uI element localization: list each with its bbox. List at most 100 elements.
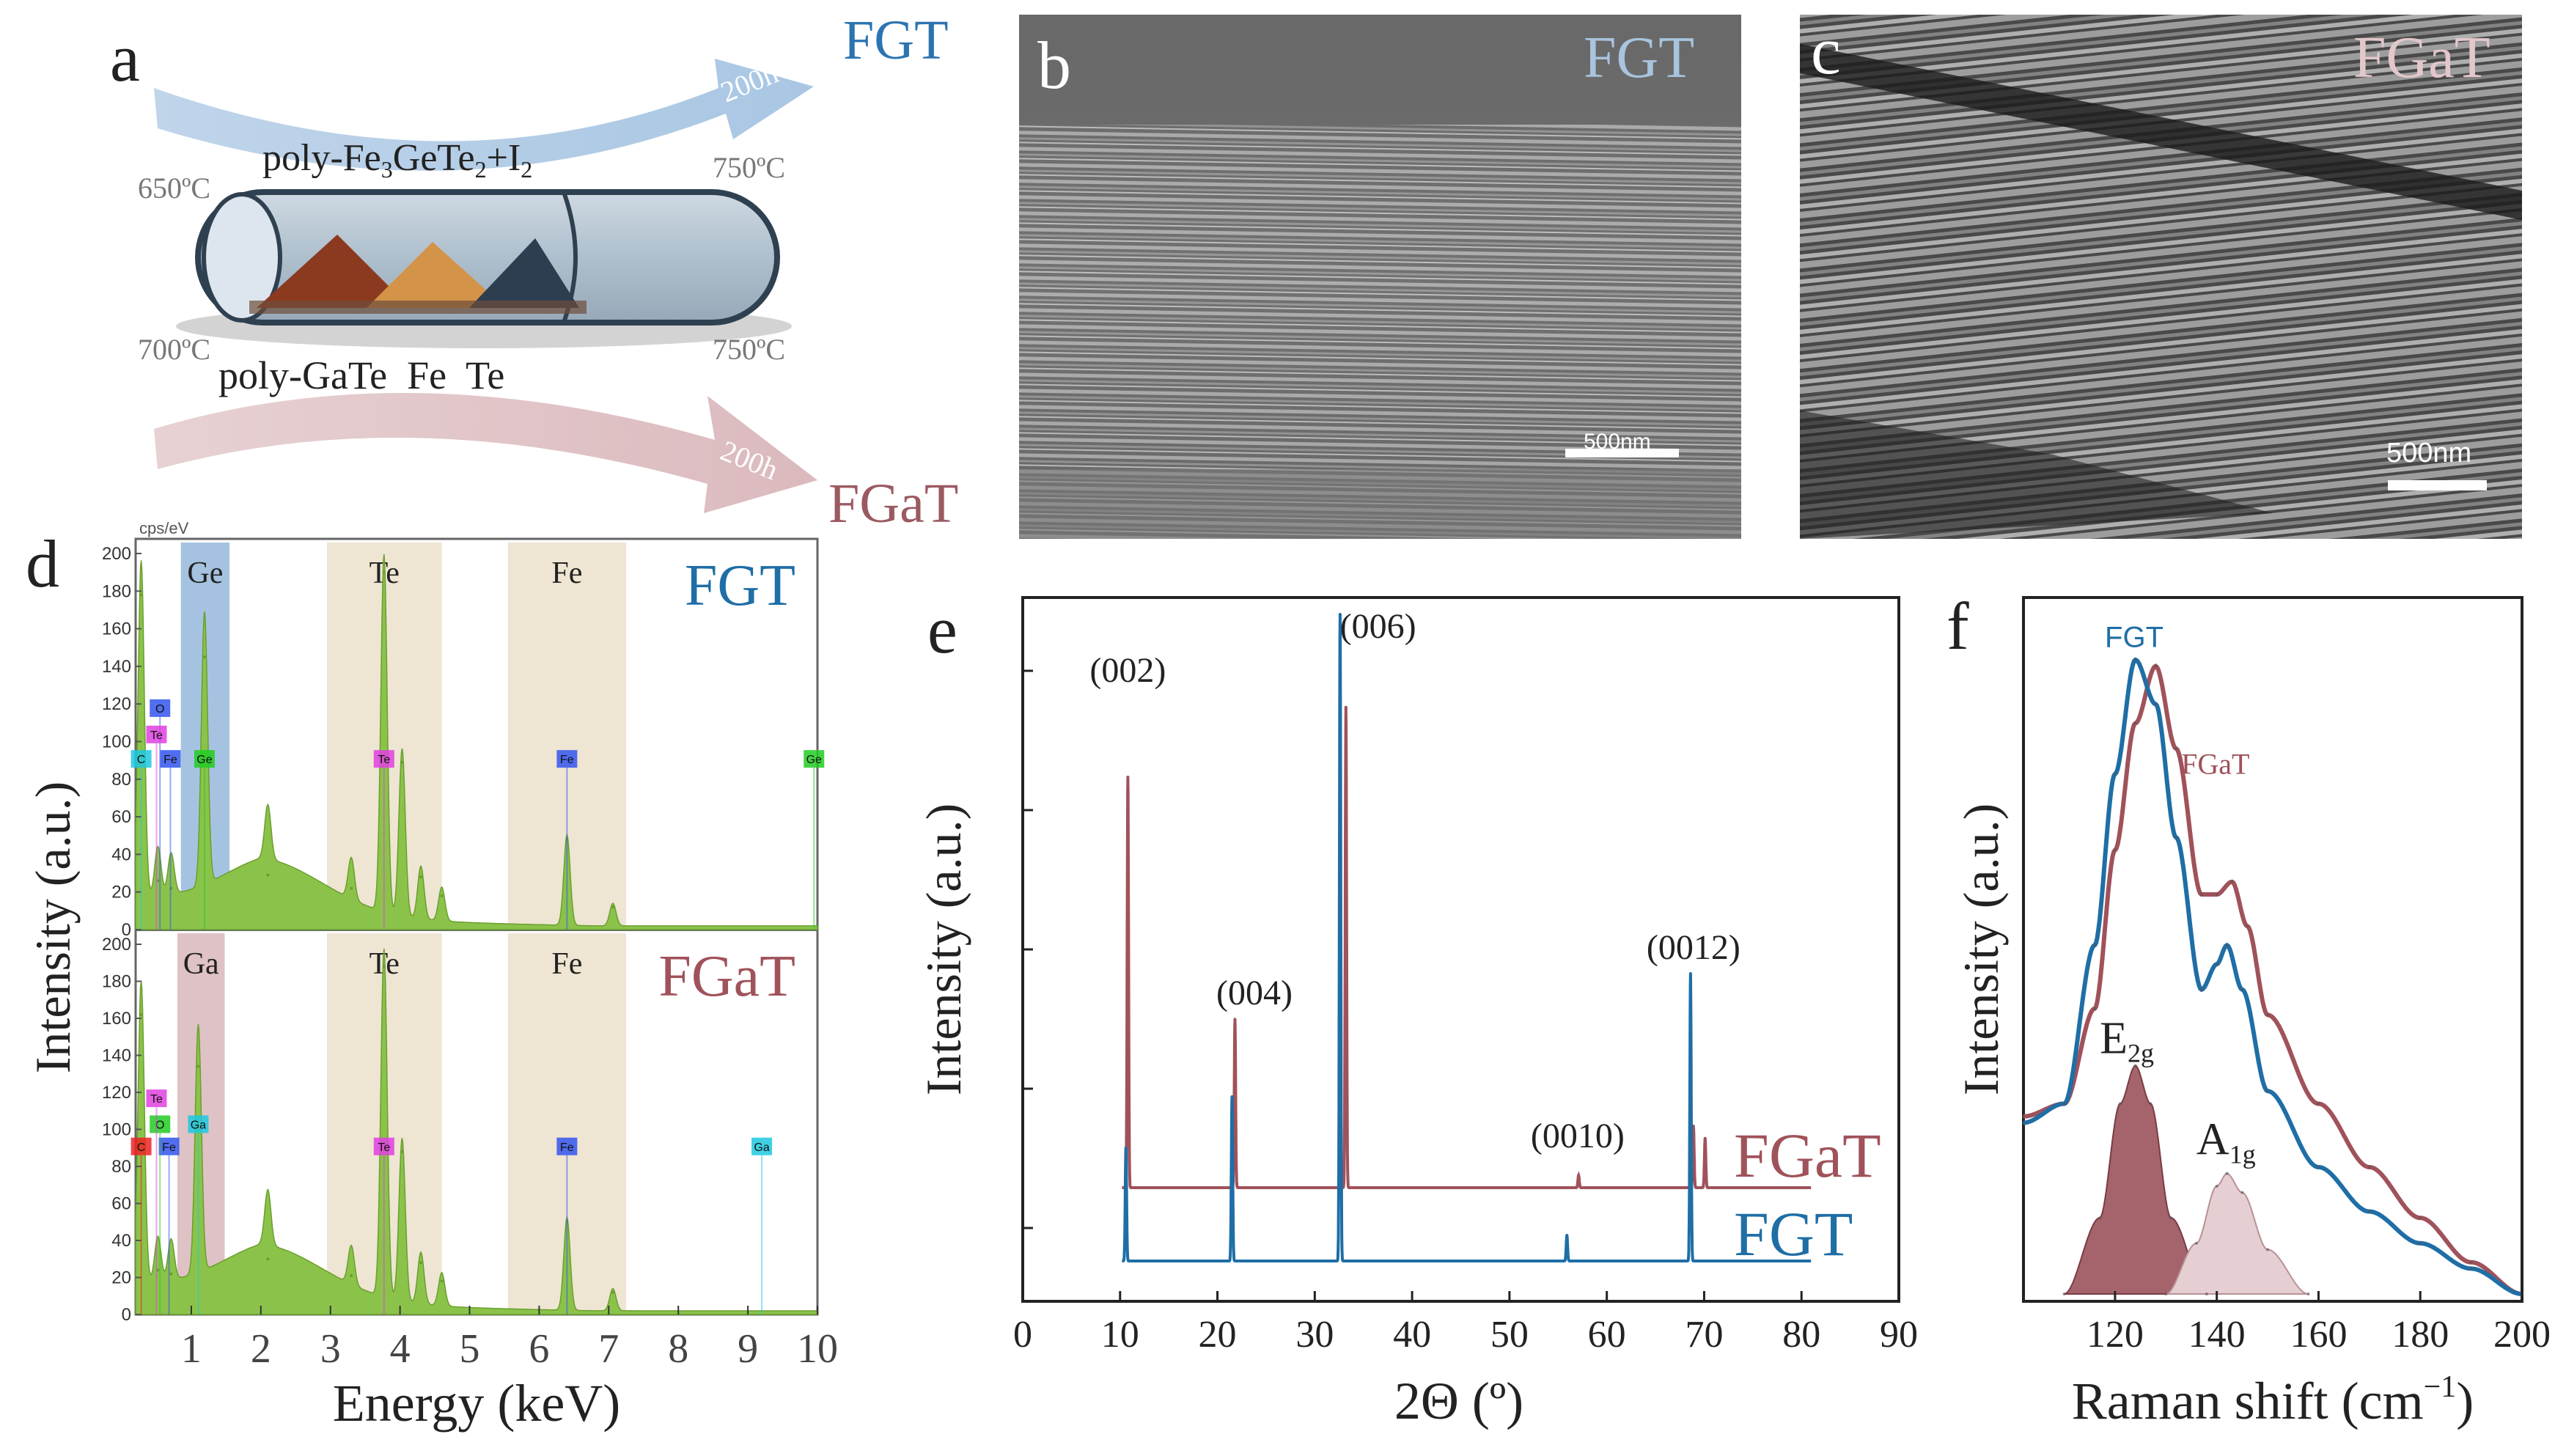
raman-data-point xyxy=(2022,1114,2025,1118)
raman-data-point xyxy=(2113,772,2117,776)
xrd-peak-point xyxy=(1577,1174,1581,1177)
xrd-series-label-fgt: FGT xyxy=(1734,1199,1853,1269)
eds-y-tick-label: 20 xyxy=(111,883,131,902)
eds-peak-point xyxy=(350,886,353,890)
eds-element-tag-label: O xyxy=(155,1119,164,1131)
eds-x-tick-label: 2 xyxy=(251,1326,271,1372)
xrd-line-fgt xyxy=(1122,614,1812,1262)
eds-y-tick-label: 0 xyxy=(122,1305,131,1325)
raman-line-fgt xyxy=(2023,657,2523,1296)
panel-a: a 200h FGT poly-Fe3GeTe2+I2 650ºC 750ºC … xyxy=(110,10,958,534)
eds-x-tick-label: 6 xyxy=(529,1326,549,1372)
raman-data-point xyxy=(2317,1102,2320,1106)
eds-y-tick-label: 200 xyxy=(102,935,131,955)
xrd-peak-point xyxy=(1565,1234,1569,1237)
raman-mode-a1g: A1g xyxy=(2196,1115,2256,1169)
eds-element-tag-label: O xyxy=(155,703,164,716)
eds-y-tick-label: 120 xyxy=(102,694,131,714)
eds-element-tag-label: Ga xyxy=(754,1141,769,1154)
eds-element-tag-label: Fe xyxy=(162,1141,176,1154)
eds-peak-point xyxy=(400,1150,404,1153)
sem-bottom-region-fgt xyxy=(1019,469,1741,539)
eds-y-tick-label: 120 xyxy=(102,1083,131,1103)
raman-label-fgt: FGT xyxy=(2105,622,2164,654)
raman-data-point xyxy=(2199,893,2203,897)
raman-data-point xyxy=(2317,1166,2320,1169)
raman-data-point xyxy=(2194,1241,2198,1245)
xrd-peak-point xyxy=(1230,1095,1234,1098)
raman-e2g-fill xyxy=(2064,1065,2207,1295)
raman-x-tick-label: 140 xyxy=(2188,1314,2246,1356)
eds-y-tick-label: 160 xyxy=(102,1009,131,1029)
eds-element-tag xyxy=(804,750,825,768)
scale-bar-b xyxy=(1565,449,1679,457)
scale-bar-b-label: 500nm xyxy=(1584,430,1651,454)
eds-peak-point xyxy=(169,1272,173,1276)
powder-red-icon xyxy=(257,235,411,308)
eds-element-tag-label: C xyxy=(137,754,146,766)
panel-f-xlabel: Raman shift (cm−1) xyxy=(2072,1370,2474,1430)
raman-data-point xyxy=(2133,658,2137,661)
eds-element-tag xyxy=(146,1089,167,1108)
raman-data-point xyxy=(2062,1293,2066,1295)
eds-y-tick-label: 100 xyxy=(102,1120,131,1140)
eds-element-tag xyxy=(194,750,215,768)
powder-base xyxy=(249,301,587,314)
raman-data-point xyxy=(2469,1260,2473,1264)
eds-peak-point xyxy=(350,1273,353,1277)
eds-element-tag xyxy=(146,725,167,743)
panel-e-ylabel: Intensity (a.u.) xyxy=(916,804,971,1095)
raman-data-point xyxy=(2169,1216,2173,1220)
eds-peak-point xyxy=(139,593,143,597)
raman-data-point xyxy=(2367,1166,2371,1169)
powder-tan-icon xyxy=(367,242,506,308)
bottom-precursor-label: poly-GaTe Fe Te xyxy=(218,353,504,397)
raman-data-point xyxy=(2469,1267,2473,1271)
raman-data-point xyxy=(2266,1089,2270,1093)
eds-element-tag-label: C xyxy=(137,1141,146,1154)
eds-element-tag xyxy=(556,1137,578,1155)
eds-element-tag-label: Te xyxy=(150,1093,163,1106)
raman-x-tick-label: 200 xyxy=(2493,1314,2551,1356)
raman-x-tick-label: 180 xyxy=(2392,1314,2449,1356)
panel-d-letter: d xyxy=(26,526,59,601)
eds-y-tick-label: 60 xyxy=(111,1194,131,1214)
raman-a1g-fill xyxy=(2166,1172,2309,1295)
eds-x-tick-label: 9 xyxy=(738,1326,758,1372)
eds-element-tag xyxy=(373,1137,394,1155)
xrd-x-tick-label: 40 xyxy=(1393,1314,1431,1356)
eds-peak-point xyxy=(440,1279,444,1283)
raman-data-point xyxy=(2154,702,2158,706)
raman-data-point xyxy=(2215,963,2218,966)
eds-element-tag xyxy=(751,1137,773,1155)
eds-peak-point xyxy=(611,905,614,909)
eds-y-tick-label: 140 xyxy=(102,657,131,677)
eds-element-tag-label: Fe xyxy=(560,1141,574,1154)
eds-element-tag-label: Te xyxy=(150,729,163,742)
eds-y-tick-label: 0 xyxy=(122,920,131,940)
raman-frame xyxy=(2022,596,2523,1303)
eds-element-tag xyxy=(130,750,152,768)
xrd-peak-label: (006) xyxy=(1340,607,1416,646)
panel-b-letter: b xyxy=(1037,28,1071,103)
eds-x-tick-label: 1 xyxy=(181,1326,202,1372)
eds-element-tag-label: Te xyxy=(378,1141,390,1154)
eds-unit-label: cps/eV xyxy=(139,519,189,537)
raman-x-tick-label: 160 xyxy=(2290,1314,2347,1356)
eds-x-tick-label: 3 xyxy=(320,1326,341,1372)
raman-data-point xyxy=(2246,924,2249,928)
raman-line-fgat xyxy=(2023,663,2523,1296)
eds-element-tag-label: Ge xyxy=(806,754,822,766)
panel-a-letter: a xyxy=(110,21,140,95)
panel-f-letter: f xyxy=(1946,589,1969,663)
xrd-line-fgat xyxy=(1122,707,1812,1189)
powder-dark-icon xyxy=(469,238,579,308)
raman-data-point xyxy=(2266,1248,2270,1251)
bottom-growth-arrow xyxy=(154,393,817,513)
eds-element-tag xyxy=(158,1137,180,1155)
raman-mode-e2g: E2g xyxy=(2100,1013,2154,1067)
panel-f-ylabel: Intensity (a.u.) xyxy=(1953,804,2009,1095)
eds-element-tag xyxy=(150,699,171,717)
eds-y-tick-label: 80 xyxy=(111,1157,131,1177)
